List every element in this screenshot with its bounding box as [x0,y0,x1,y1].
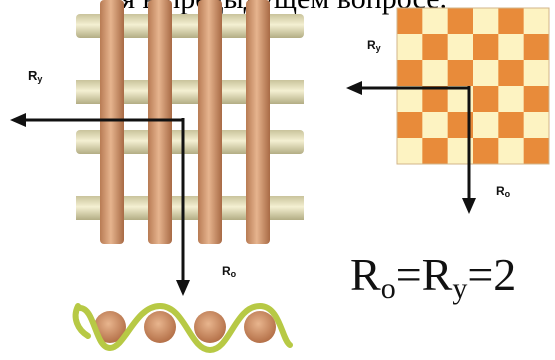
checker-cell-r1-c2 [447,34,474,61]
checker-cell-r4-c1 [422,112,448,139]
checker-cell-r5-c0 [397,138,423,165]
formula-r2: =R [395,249,453,300]
checker-cell-r2-c0 [397,60,423,87]
checker-cell-r5-c1 [422,138,448,165]
checker-cell-r0-c2 [447,8,474,35]
checker-cell-r1-c4 [498,34,524,61]
weft-overlaps [76,14,304,220]
checker-cell-r1-c5 [523,34,550,61]
checker-cell-r4-c5 [523,112,550,139]
cross-wave [77,302,293,354]
cross-ball-4 [244,311,276,343]
label-ro-right: Ro [496,184,510,199]
checkerboard [397,8,550,165]
weft-over-3a [124,130,148,154]
label-ro-center-main: R [222,264,231,278]
checker-ro-head [462,198,476,214]
checker-cell-r1-c3 [473,34,499,61]
checker-cell-r3-c5 [523,86,550,113]
weft-over-1a [124,14,148,38]
weave-fabric [76,0,304,244]
warp-thread-2 [148,0,172,244]
cross-section [72,302,293,354]
formula-value: =2 [467,249,517,300]
formula-sub-y: y [452,272,468,305]
checker-cell-r2-c4 [498,60,524,87]
weft-over-3b [222,130,246,154]
checker-cell-r5-c3 [473,138,499,165]
weave-repeat-arrows [10,113,190,296]
checker-ry-head [346,81,362,95]
label-ry-left-main: R [28,68,38,83]
weft-over-2c [270,80,304,104]
checker-cell-r2-c2 [447,60,474,87]
warp-threads [100,0,270,244]
cross-ball-2 [144,311,176,343]
checker-cell-r3-c3 [473,86,499,113]
repeat-formula: Ro=Ry=2 [350,248,516,306]
weft-over-2b [172,80,198,104]
top-caption: ся в предыдущем вопросе. [0,0,555,16]
label-ry-left: Ry [28,68,42,84]
checker-repeat-arrows [346,81,476,214]
label-ro-center: Ro [222,264,236,279]
checker-cell-r0-c5 [523,8,550,35]
weft-over-4b [172,196,198,220]
warp-thread-1 [100,0,124,244]
weft-over-4a [76,196,100,220]
formula-r1: R [350,249,381,300]
label-ry-right-sub: y [375,43,381,53]
checker-cell-r0-c1 [422,8,448,35]
checker-cell-r2-c5 [523,60,550,87]
label-ro-center-sub: o [230,269,237,279]
checker-cell-r4-c3 [473,112,499,139]
label-ro-right-main: R [496,184,505,198]
checker-cell-r0-c0 [397,8,423,35]
checkerboard-border [396,7,550,165]
ro-arrow-head [176,280,190,296]
checker-cell-r4-c4 [498,112,524,139]
formula-sub-o: o [380,272,396,305]
label-ry-left-sub: y [37,74,43,84]
checker-cell-r1-c0 [397,34,423,61]
cross-ball-3 [194,311,226,343]
checker-cell-r2-c3 [473,60,499,87]
checker-cell-r2-c1 [422,60,448,87]
warp-thread-4 [246,0,270,244]
label-ro-right-sub: o [504,189,511,199]
cross-ball-1 [94,311,126,343]
checker-cell-r5-c4 [498,138,524,165]
weft-over-4c [270,196,304,220]
checker-cell-r3-c0 [397,86,423,113]
cross-wave-left-tail [72,303,91,339]
weft-over-2a [76,80,100,104]
checker-cell-r3-c1 [422,86,448,113]
checker-cell-r1-c1 [422,34,448,61]
label-ry-right-main: R [367,38,376,52]
checker-cell-r4-c0 [397,112,423,139]
checker-cell-r5-c5 [523,138,550,165]
checker-cell-r0-c3 [473,8,499,35]
weft-over-1b [222,14,246,38]
checker-cell-r3-c4 [498,86,524,113]
ry-arrow-head [10,113,26,127]
checker-cell-r0-c4 [498,8,524,35]
label-ry-right: Ry [367,38,381,53]
warp-thread-3 [198,0,222,244]
